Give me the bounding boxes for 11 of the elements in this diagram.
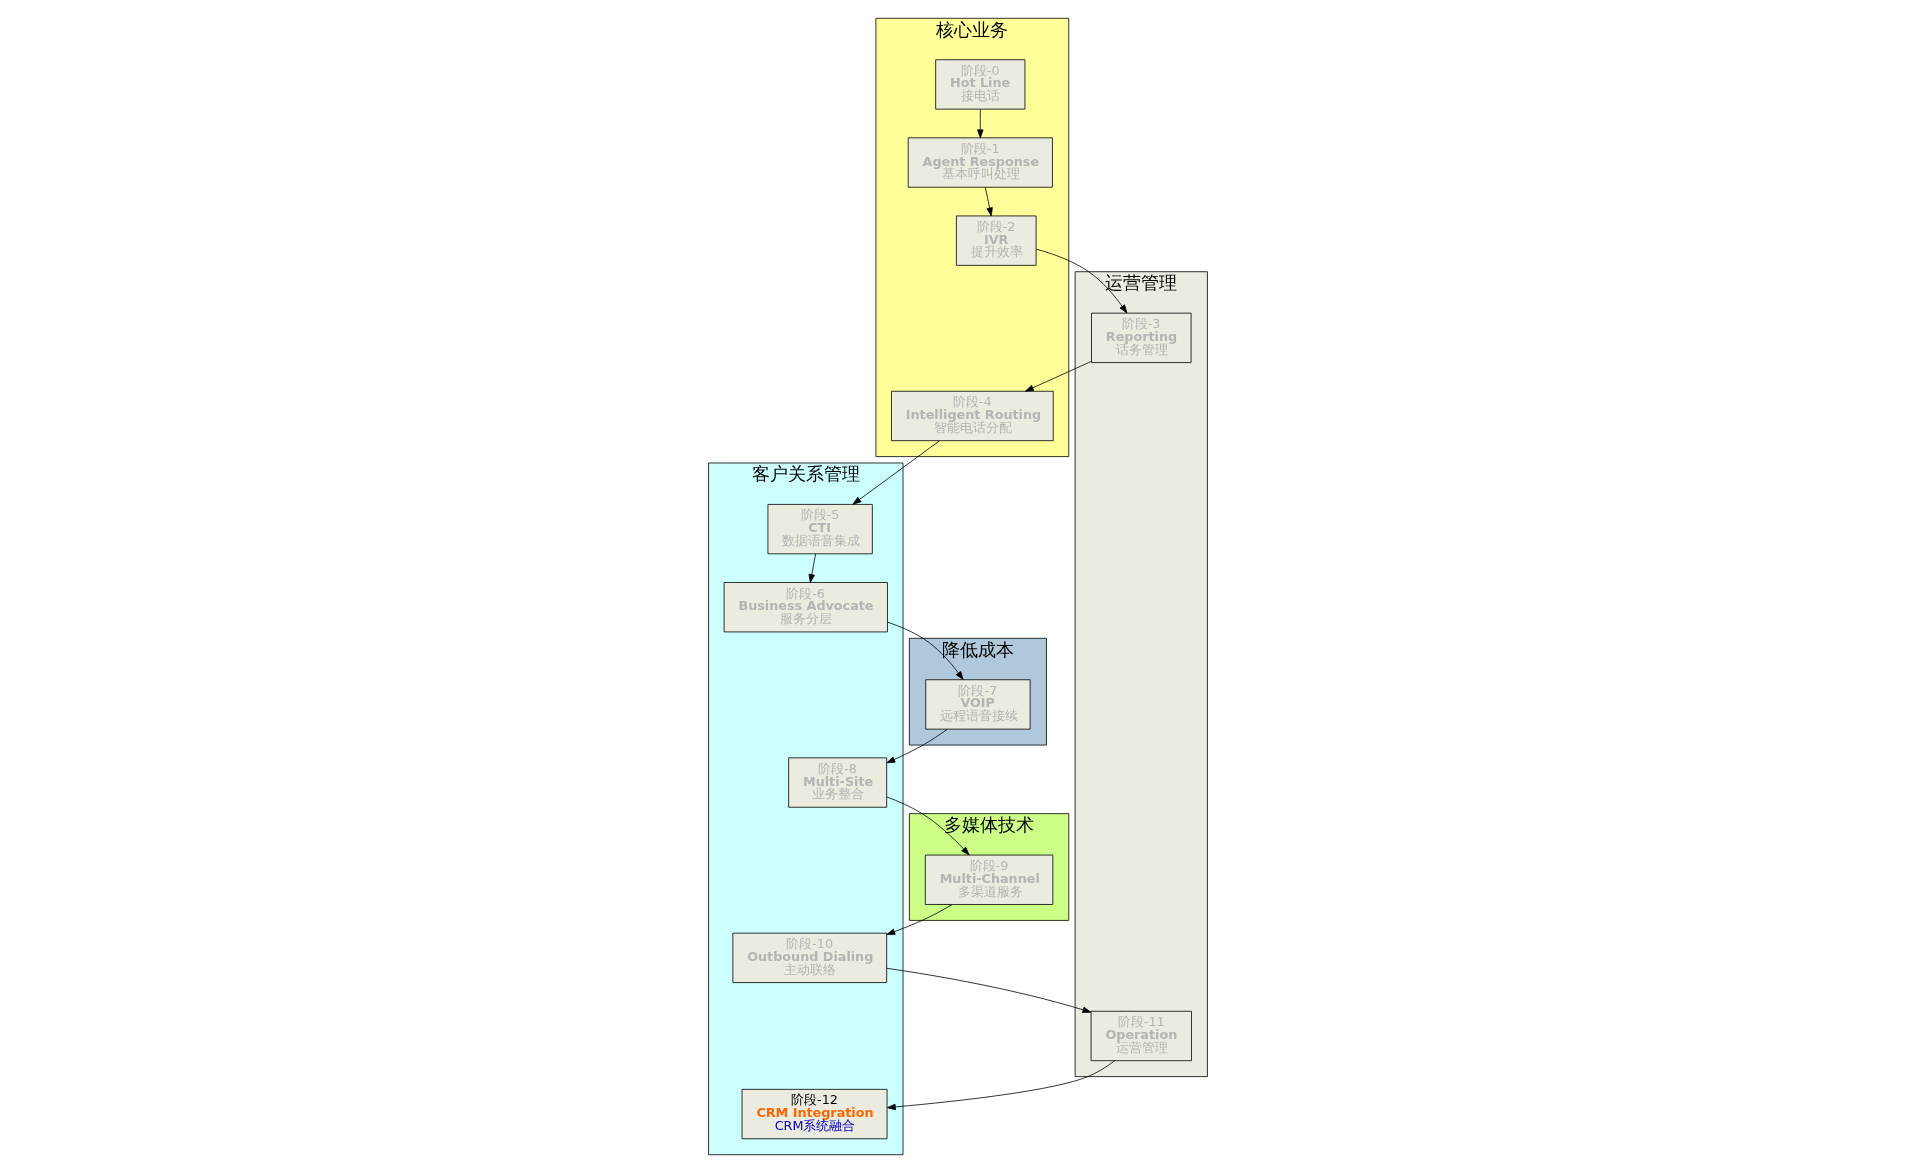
arrow	[808, 553, 816, 583]
arrow	[852, 440, 940, 505]
arrow	[885, 728, 948, 764]
arrow	[885, 904, 952, 935]
arrow	[885, 967, 1091, 1013]
node-box: 阶段-12 CRM Integration CRM系统融合	[741, 1088, 887, 1140]
arrow	[976, 108, 983, 139]
arrow	[984, 186, 993, 217]
arrow	[886, 1060, 1115, 1111]
arrow	[885, 796, 969, 856]
arrow	[1035, 248, 1127, 314]
